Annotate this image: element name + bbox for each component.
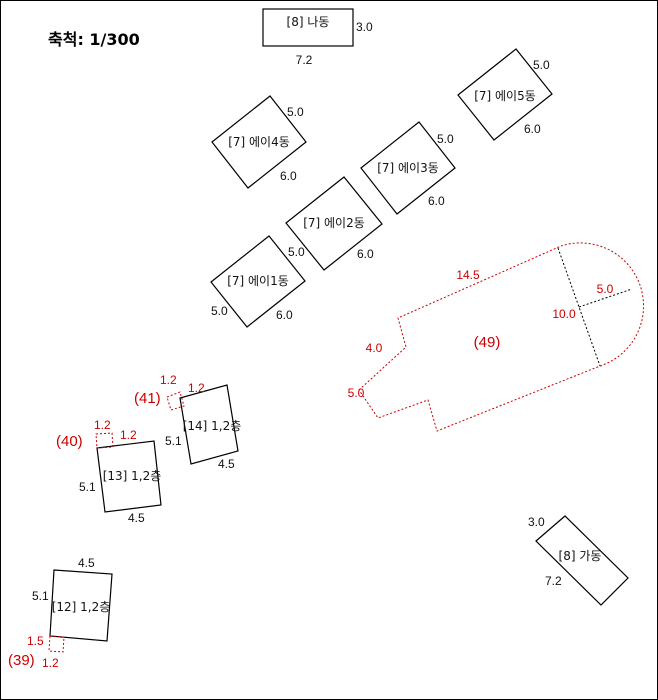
b14-width: 5.1: [165, 434, 182, 448]
parcel-39-dim-a: 1.5: [27, 634, 44, 648]
parcel-41[interactable]: (41) 1.2 1.2: [134, 373, 205, 411]
parcel-49-radius-line: [578, 288, 633, 308]
a1-outline: [210, 235, 306, 328]
b14-label: [14] 1,2층: [183, 419, 242, 433]
a4-label: [7] 에이4동: [228, 135, 290, 149]
a3-length: 6.0: [428, 194, 445, 208]
parcel-39-outline: [48, 635, 65, 653]
ga-dong-outline: [535, 515, 629, 606]
b13-label: [13] 1,2층: [103, 469, 162, 483]
na-dong-label: [8] 나동: [287, 15, 330, 29]
parcel-49-dim-diameter: 10.0: [552, 307, 576, 321]
parcel-49-id: (49): [474, 334, 501, 351]
a1-width: 5.0: [211, 304, 228, 318]
building-a4[interactable]: [7] 에이4동 5.0 6.0: [211, 95, 307, 189]
na-dong-outline: [262, 8, 354, 47]
b12-label: [12] 1,2층: [52, 600, 111, 614]
a4-outline: [211, 95, 307, 189]
ga-dong-length: 7.2: [545, 574, 562, 588]
a3-label: [7] 에이3동: [377, 161, 439, 175]
a5-width: 5.0: [533, 58, 550, 72]
building-a3[interactable]: [7] 에이3동 5.0 6.0: [360, 121, 456, 215]
a2-label: [7] 에이2동: [303, 216, 365, 230]
a5-length: 6.0: [524, 122, 541, 136]
parcel-40-dim-b: 1.2: [120, 428, 137, 442]
building-ga-dong[interactable]: [8] 가동 3.0 7.2: [528, 515, 629, 606]
na-dong-length: 7.2: [296, 53, 313, 67]
ga-dong-width: 3.0: [528, 515, 545, 529]
a4-length: 6.0: [280, 169, 297, 183]
parcel-39-dim-b: 1.2: [42, 656, 59, 670]
parcel-49-dim-top: 14.5: [456, 268, 480, 282]
parcel-49-dim-left: 5.0: [348, 386, 365, 400]
scale-label: 축척: 1/300: [48, 30, 140, 49]
b12-length: 4.5: [78, 556, 95, 570]
building-a5[interactable]: [7] 에이5동 5.0 6.0: [457, 48, 553, 141]
b13-outline: [96, 440, 162, 513]
a5-label: [7] 에이5동: [474, 89, 536, 103]
building-12[interactable]: [12] 1,2층 5.1 4.5: [32, 556, 113, 642]
b14-outline: [179, 384, 239, 465]
na-dong-width: 3.0: [356, 20, 373, 34]
parcel-49-dim-step: 4.0: [366, 341, 383, 355]
building-14[interactable]: [14] 1,2층 5.1 4.5: [165, 384, 242, 471]
b14-length: 4.5: [218, 457, 235, 471]
b12-width: 5.1: [32, 589, 49, 603]
building-na-dong[interactable]: [8] 나동 3.0 7.2: [262, 8, 373, 67]
parcel-49-outline: [358, 242, 645, 432]
building-a2[interactable]: [7] 에이2동 5.0 6.0: [285, 176, 383, 271]
a5-outline: [457, 48, 553, 141]
a2-outline: [285, 176, 383, 271]
parcel-41-dim-b: 1.2: [188, 381, 205, 395]
parcel-40[interactable]: (40) 1.2 1.2: [56, 418, 137, 450]
parcel-49-dim-radius: 5.0: [597, 282, 614, 296]
parcel-40-dim-a: 1.2: [94, 418, 111, 432]
building-a1[interactable]: [7] 에이1동 5.0 6.0: [210, 235, 306, 328]
building-13[interactable]: [13] 1,2층 5.1 4.5: [79, 440, 162, 525]
a1-label: [7] 에이1동: [227, 274, 289, 288]
ga-dong-label: [8] 가동: [559, 549, 602, 563]
parcel-49[interactable]: (49) 14.5 10.0 5.0 4.0 5.0: [348, 242, 645, 432]
a2-width: 5.0: [288, 245, 305, 259]
a4-width: 5.0: [287, 105, 304, 119]
parcel-40-id: (40): [56, 433, 83, 450]
b13-length: 4.5: [128, 511, 145, 525]
parcel-39[interactable]: (39) 1.5 1.2: [8, 634, 65, 670]
b13-width: 5.1: [79, 480, 96, 494]
parcel-49-diameter-line: [557, 247, 601, 367]
a3-width: 5.0: [437, 132, 454, 146]
parcel-41-outline: [166, 391, 185, 411]
parcel-39-id: (39): [8, 652, 35, 669]
b12-outline: [49, 569, 113, 642]
parcel-41-id: (41): [134, 390, 161, 407]
parcel-41-dim-a: 1.2: [160, 373, 177, 387]
a2-length: 6.0: [357, 247, 374, 261]
a3-outline: [360, 121, 456, 215]
a1-length: 6.0: [276, 308, 293, 322]
